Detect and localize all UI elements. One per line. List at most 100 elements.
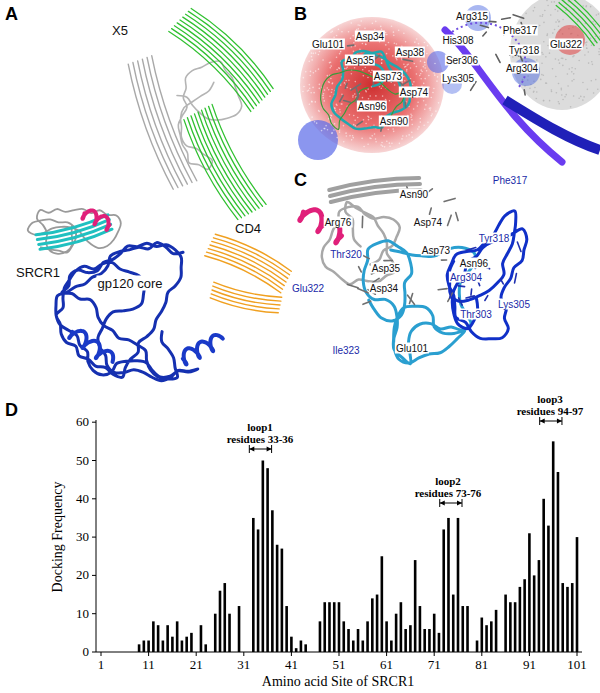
surface-mesh-dot	[381, 62, 383, 64]
surface-mesh-dot	[598, 13, 600, 15]
frequency-bar	[504, 595, 507, 652]
surface-mesh-dot	[362, 43, 364, 45]
surface-mesh-dot	[591, 44, 593, 46]
surface-mesh-dot	[323, 128, 325, 130]
surface-mesh-dot	[431, 115, 433, 117]
surface-mesh-dot	[368, 98, 370, 100]
surface-mesh-dot	[434, 63, 436, 65]
residue-label: Glu322	[291, 283, 325, 294]
surface-mesh-dot	[558, 101, 560, 103]
surface-mesh-dot	[345, 80, 347, 82]
tick-label: 11	[141, 657, 156, 673]
surface-mesh-dot	[539, 25, 541, 27]
surface-mesh-dot	[560, 87, 562, 89]
surface-mesh-dot	[357, 28, 359, 30]
surface-mesh-dot	[370, 72, 372, 74]
surface-mesh-dot	[558, 21, 560, 23]
surface-mesh-dot	[420, 73, 422, 75]
x5-green-strand	[169, 31, 251, 111]
loop-arrowhead	[440, 501, 445, 506]
y-axis	[96, 420, 97, 652]
frequency-bar	[400, 602, 403, 652]
frequency-bar	[442, 529, 445, 652]
surface-mesh-dot	[598, 51, 600, 53]
residue-stick	[361, 216, 363, 227]
surface-mesh-dot	[401, 138, 403, 140]
structure-label: CD4	[234, 221, 262, 236]
surface-mesh-dot	[561, 94, 563, 96]
surface-mesh-dot	[348, 80, 350, 82]
surface-mesh-dot	[406, 70, 408, 72]
frequency-bar	[566, 587, 569, 652]
frequency-bar	[238, 606, 241, 652]
gp120-ribbon	[445, 30, 562, 162]
surface-mesh-dot	[333, 129, 335, 131]
surface-mesh-dot	[416, 66, 418, 68]
x5-green-strand	[187, 118, 241, 218]
frequency-bar	[476, 641, 479, 652]
residue-label: Asp35	[371, 263, 401, 274]
frequency-bar	[347, 629, 350, 652]
surface-mesh-dot	[429, 109, 431, 111]
residue-label: Arg76	[324, 217, 353, 228]
frequency-bar	[285, 606, 288, 652]
surface-mesh-dot	[433, 88, 435, 90]
surface-mesh-dot	[426, 53, 428, 55]
srcr1-grey-coil	[28, 209, 121, 254]
panel-letter: A	[4, 4, 19, 25]
surface-mesh-dot	[411, 115, 413, 117]
surface-mesh-dot	[541, 15, 543, 17]
surface-mesh-dot	[583, 96, 585, 98]
surface-mesh-dot	[391, 142, 393, 144]
frequency-bar	[490, 621, 493, 652]
surface-mesh-dot	[424, 78, 426, 80]
surface-mesh-dot	[354, 93, 356, 95]
surface-mesh-dot	[370, 138, 372, 140]
surface-mesh-dot	[346, 66, 348, 68]
residue-label: Glu101	[395, 343, 429, 354]
surface-mesh-dot	[550, 14, 552, 16]
residue-stick	[429, 208, 431, 214]
surface-mesh-dot	[362, 69, 364, 71]
residue-label: His308	[441, 35, 474, 46]
surface-mesh-dot	[433, 72, 435, 74]
x5-green-strand	[172, 29, 254, 109]
tick-label: 60	[75, 414, 90, 430]
surface-mesh-dot	[529, 87, 531, 89]
loop-arrowhead	[557, 419, 562, 424]
surface-mesh-dot	[322, 59, 324, 61]
residue-label: Thr320	[329, 249, 363, 260]
surface-mesh-dot	[322, 97, 324, 99]
surface-mesh-dot	[364, 27, 366, 29]
surface-mesh-dot	[365, 90, 367, 92]
residue-label: Thr303	[459, 309, 493, 320]
residue-label: Asn90	[399, 189, 429, 200]
frequency-bar	[138, 644, 141, 652]
surface-mesh-dot	[597, 89, 599, 91]
surface-mesh-dot	[416, 73, 418, 75]
surface-mesh-dot	[392, 128, 394, 130]
surface-mesh-dot	[405, 66, 407, 68]
surface-mesh-dot	[353, 124, 355, 126]
surface-mesh-dot	[404, 66, 406, 68]
surface-mesh-dot	[406, 64, 408, 66]
surface-mesh-dot	[571, 71, 573, 73]
surface-mesh-dot	[334, 107, 336, 109]
surface-mesh-dot	[420, 69, 422, 71]
residue-label: Asp38	[395, 47, 425, 58]
surface-mesh-dot	[315, 70, 317, 72]
surface-mesh-dot	[382, 145, 384, 147]
surface-mesh-dot	[562, 99, 564, 101]
tick-label: 20	[75, 567, 90, 583]
surface-mesh-dot	[375, 138, 377, 140]
residue-label: Asn96	[357, 101, 387, 112]
axis-title: Docking Frequency	[50, 481, 66, 594]
surface-mesh-dot	[318, 88, 320, 90]
surface-mesh-dot	[311, 59, 313, 61]
surface-mesh-dot	[599, 36, 600, 38]
surface-mesh-dot	[394, 84, 396, 86]
surface-mesh-dot	[549, 100, 551, 102]
surface-mesh-dot	[389, 145, 391, 147]
tick-label: 10	[75, 606, 90, 622]
surface-mesh-dot	[302, 91, 304, 93]
